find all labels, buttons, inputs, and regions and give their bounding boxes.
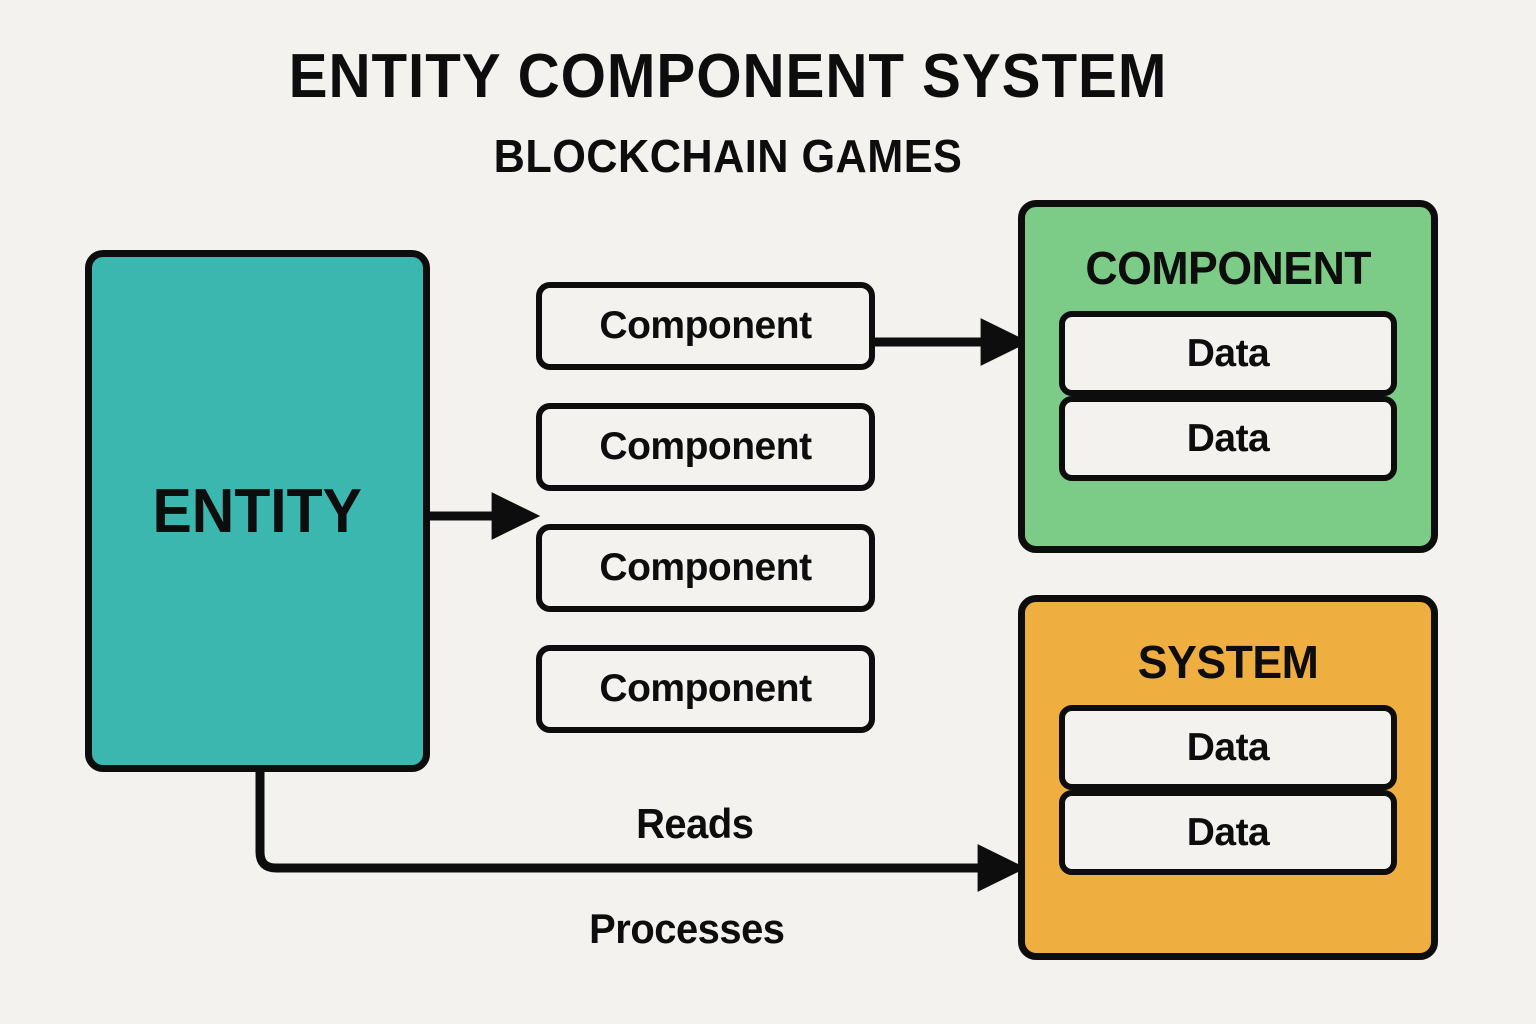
component-item-label: Component [599,425,812,468]
component-data-box[interactable]: Data [1059,396,1397,481]
component-panel-heading: COMPONENT [1085,242,1371,294]
edge-label-processes: Processes [589,905,785,952]
entity-label: ENTITY [152,476,363,546]
system-data-label: Data [1186,725,1270,769]
edge-label-reads: Reads [636,800,754,847]
component-item-label: Component [599,304,812,347]
component-item[interactable]: Component [536,645,875,733]
page-title: ENTITY COMPONENT SYSTEM [288,42,1168,111]
component-item-label: Component [599,667,812,710]
component-data-label: Data [1186,416,1270,460]
component-data-box[interactable]: Data [1059,311,1397,396]
entity-box[interactable]: ENTITY [85,250,430,772]
system-data-box[interactable]: Data [1059,790,1397,875]
component-item[interactable]: Component [536,524,875,612]
component-panel[interactable]: COMPONENT Data Data [1018,200,1438,553]
system-panel-heading: SYSTEM [1137,636,1319,688]
component-item[interactable]: Component [536,282,875,370]
system-data-box[interactable]: Data [1059,705,1397,790]
component-item[interactable]: Component [536,403,875,491]
page-subtitle: BLOCKCHAIN GAMES [493,130,963,182]
system-panel[interactable]: SYSTEM Data Data [1018,595,1438,960]
component-data-label: Data [1186,331,1270,375]
system-data-label: Data [1186,810,1270,854]
component-item-label: Component [599,546,812,589]
arrow-entity-to-system [255,772,1027,892]
